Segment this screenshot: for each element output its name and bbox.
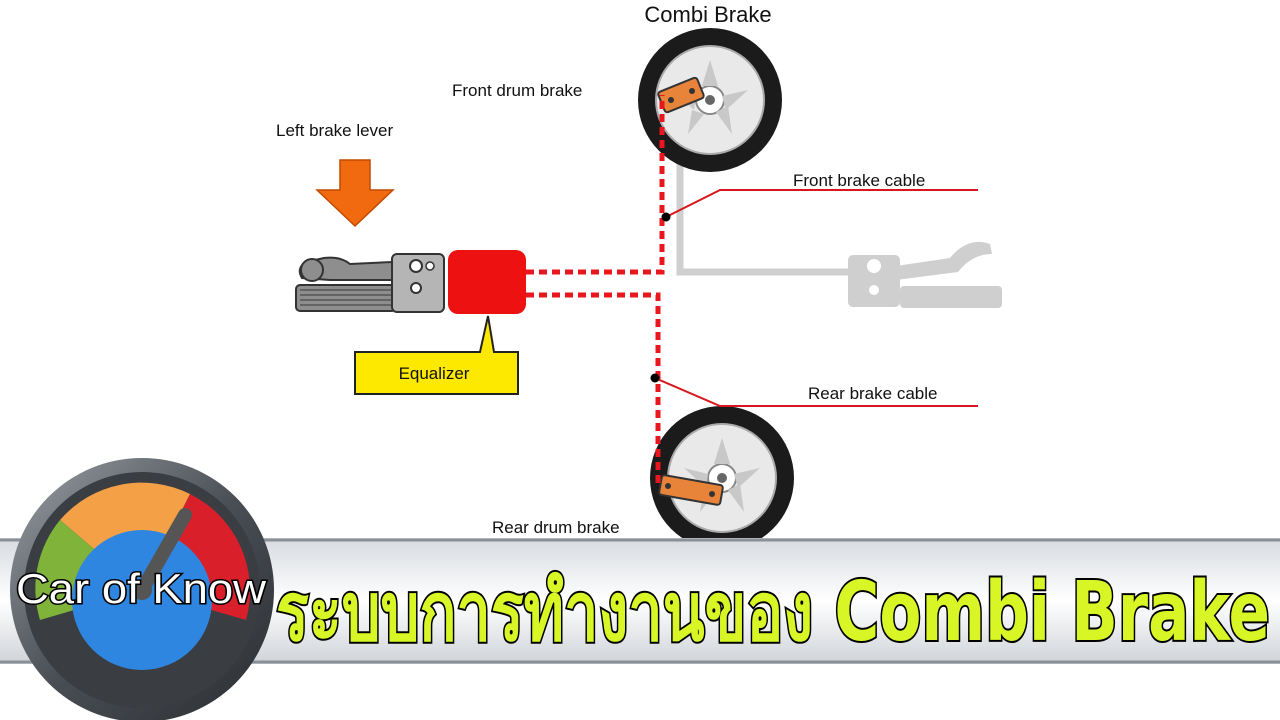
combi-cables: [526, 95, 665, 488]
front-wheel: [638, 28, 782, 172]
right-brake-lever: [848, 241, 1002, 308]
press-arrow-icon: [315, 159, 395, 228]
equalizer-unit: [448, 250, 526, 314]
gauge-icon: [35, 482, 251, 670]
leader-lines: [654, 189, 978, 407]
banner-headline: ระบบการทำงานของ Combi Brake: [276, 565, 1270, 660]
label-left-brake-lever: Left brake lever: [276, 121, 394, 140]
label-rear-drum-brake: Rear drum brake: [492, 518, 620, 537]
rear-brake-shoe: [658, 474, 724, 506]
rear-wheel: [650, 406, 794, 550]
equalizer-callout: [354, 315, 519, 395]
label-rear-brake-cable: Rear brake cable: [808, 384, 937, 403]
front-combi-cable: [526, 95, 665, 275]
label-front-brake-cable: Front brake cable: [793, 171, 925, 190]
car-of-know-logo: Car of Know: [10, 458, 274, 720]
logo-text: Car of Know: [16, 565, 267, 612]
label-equalizer: Equalizer: [399, 364, 470, 383]
left-brake-lever: [295, 253, 445, 313]
label-front-drum-brake: Front drum brake: [452, 81, 582, 100]
rear-combi-cable: [526, 292, 661, 488]
diagram: Combi Brake: [276, 2, 1002, 550]
diagram-title: Combi Brake: [644, 2, 771, 27]
